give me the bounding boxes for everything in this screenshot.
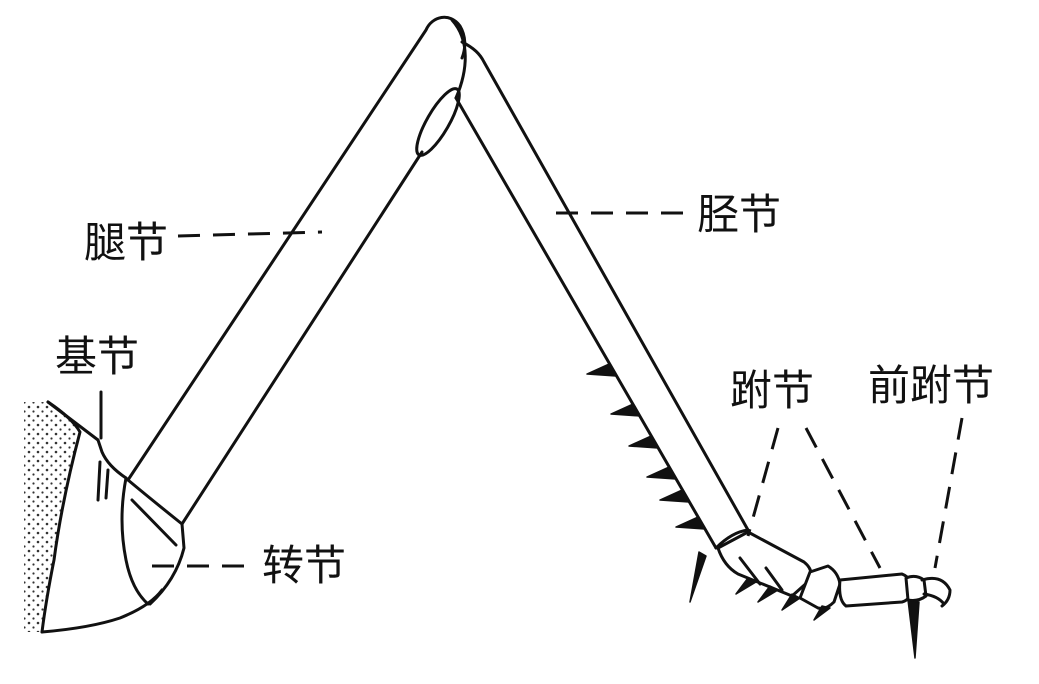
tibia-label: 胫节 [697, 190, 781, 239]
tibial-spur [689, 551, 707, 603]
femur-label: 腿节 [84, 218, 168, 267]
knee-joint [415, 87, 461, 157]
insect-leg [24, 15, 952, 659]
pretarsus-claw [922, 592, 946, 606]
pretarsus-label: 前跗节 [868, 361, 994, 410]
pretarsus-pointer-line [933, 417, 964, 569]
trochanter [120, 476, 186, 606]
tibial-spine [675, 516, 706, 530]
tibial-spine [610, 403, 641, 417]
coxa-label: 基节 [55, 332, 139, 381]
tibial-spine [646, 466, 677, 480]
femur [126, 15, 467, 526]
body-wall-stipple [24, 402, 80, 632]
tarsal-spine [813, 605, 831, 621]
tibial-spine [659, 489, 690, 503]
tarsus-label: 跗节 [730, 366, 814, 415]
tibial-spine [628, 435, 659, 449]
tarsus-pointer-line-right [804, 427, 882, 569]
tibia [454, 40, 750, 603]
tarsus-pointer-line-left [746, 427, 780, 537]
tarsal-spine [781, 593, 801, 611]
pretarsus-spine [907, 599, 920, 659]
tarsal-spine [757, 585, 779, 603]
tibial-spine [586, 363, 617, 377]
trochanter-label: 转节 [262, 541, 346, 590]
pretarsus-claw [920, 576, 952, 608]
pretarsus [904, 574, 952, 659]
femur-pointer-line [177, 230, 323, 238]
tarsal-spine [735, 577, 757, 595]
tarsus [716, 530, 914, 621]
